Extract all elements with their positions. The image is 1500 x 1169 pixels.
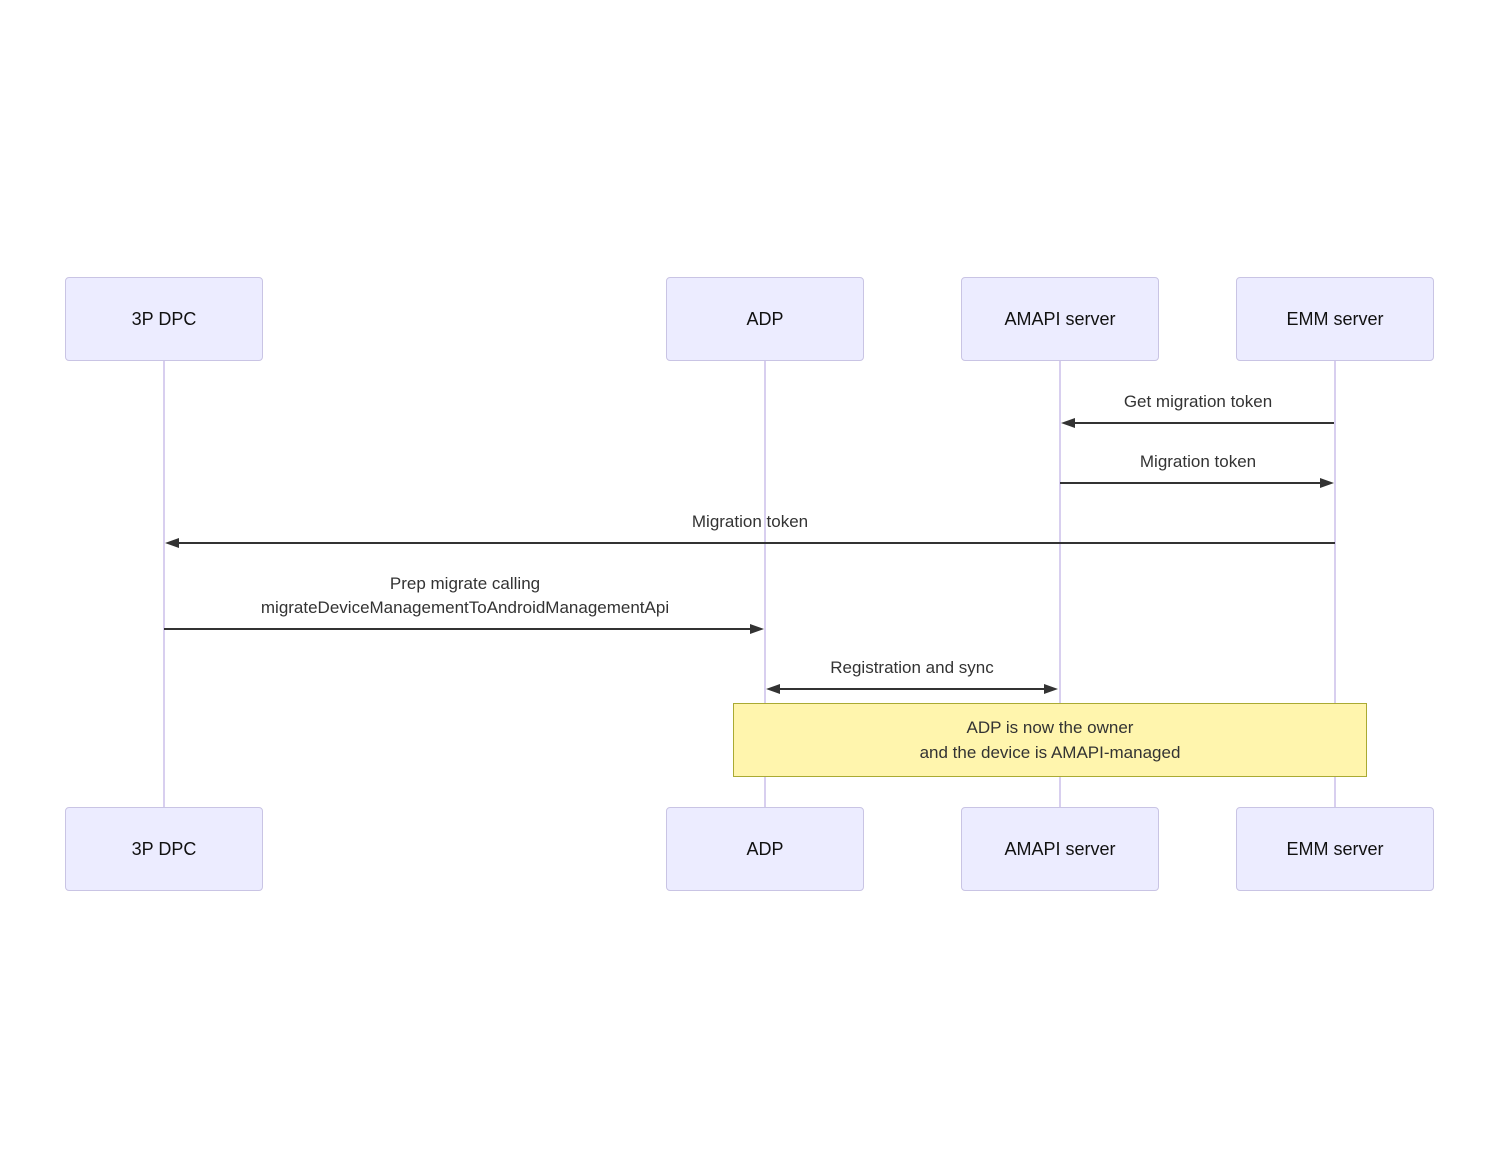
actor-label: EMM server bbox=[1286, 308, 1384, 329]
message-label-migration-token-to-dpc: Migration token bbox=[691, 512, 809, 531]
message-label-registration-and-sync: Registration and sync bbox=[830, 658, 994, 677]
actor-label: 3P DPC bbox=[131, 838, 197, 859]
actor-label: 3P DPC bbox=[131, 308, 197, 329]
message-label-get-migration-token: Get migration token bbox=[1123, 392, 1273, 411]
actor-emm-server-top: EMM server bbox=[1236, 277, 1434, 361]
note-line: ADP is now the owner bbox=[966, 718, 1134, 737]
message-arrow-prep-migrate bbox=[164, 628, 750, 630]
lifeline-adp bbox=[764, 361, 766, 807]
arrowhead-right bbox=[1044, 684, 1058, 694]
actor-label: AMAPI server bbox=[1004, 308, 1116, 329]
actor-label: ADP bbox=[746, 838, 784, 859]
message-label-migration-token-return: Migration token bbox=[1139, 452, 1257, 471]
actor-3p-dpc-top: 3P DPC bbox=[65, 277, 263, 361]
arrowhead-right bbox=[750, 624, 764, 634]
note-line: and the device is AMAPI-managed bbox=[919, 743, 1181, 762]
actor-label: AMAPI server bbox=[1004, 838, 1116, 859]
arrowhead-right bbox=[1320, 478, 1334, 488]
arrowhead-left bbox=[766, 684, 780, 694]
actor-3p-dpc-bottom: 3P DPC bbox=[65, 807, 263, 891]
message-label-line: migrateDeviceManagementToAndroidManageme… bbox=[260, 598, 670, 617]
actor-label: ADP bbox=[746, 308, 784, 329]
lifeline-3p-dpc bbox=[163, 361, 165, 807]
message-arrow-registration-and-sync bbox=[780, 688, 1044, 690]
message-label-line: Prep migrate calling bbox=[389, 574, 541, 593]
arrowhead-left bbox=[1061, 418, 1075, 428]
message-arrow-migration-token-return bbox=[1060, 482, 1320, 484]
actor-adp-top: ADP bbox=[666, 277, 864, 361]
actor-emm-server-bottom: EMM server bbox=[1236, 807, 1434, 891]
note-adp-owner: ADP is now the owner and the device is A… bbox=[733, 703, 1367, 777]
arrowhead-left bbox=[165, 538, 179, 548]
actor-amapi-server-top: AMAPI server bbox=[961, 277, 1159, 361]
actor-amapi-server-bottom: AMAPI server bbox=[961, 807, 1159, 891]
actor-label: EMM server bbox=[1286, 838, 1384, 859]
message-arrow-migration-token-to-dpc bbox=[179, 542, 1335, 544]
actor-adp-bottom: ADP bbox=[666, 807, 864, 891]
message-arrow-get-migration-token bbox=[1075, 422, 1334, 424]
lifeline-amapi-server bbox=[1059, 361, 1061, 807]
message-label-prep-migrate: Prep migrate calling migrateDeviceManage… bbox=[115, 572, 815, 620]
lifeline-emm-server bbox=[1334, 361, 1336, 807]
